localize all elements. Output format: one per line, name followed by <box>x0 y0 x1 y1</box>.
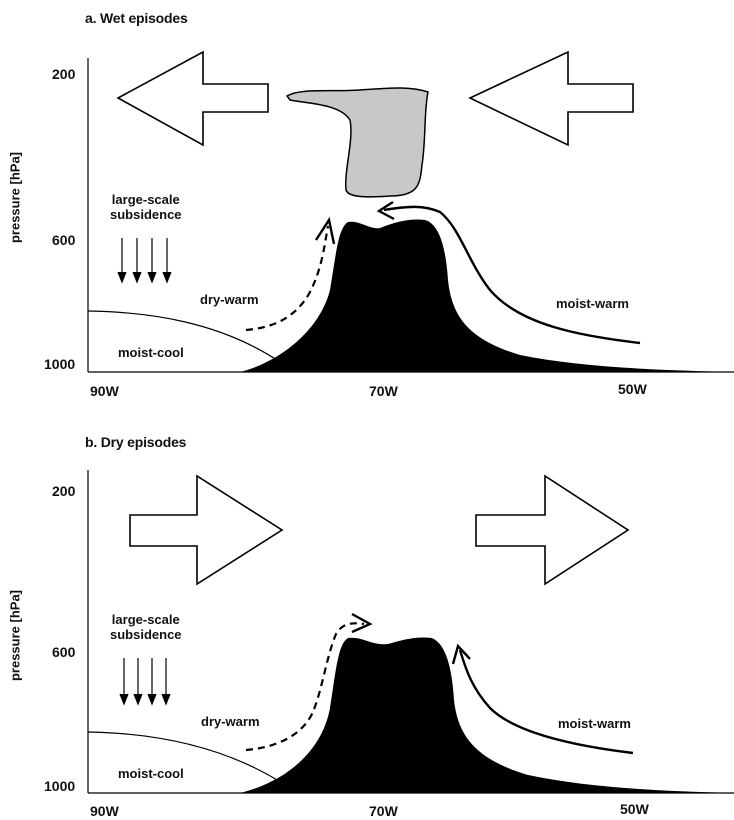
moist-cool-boundary <box>87 310 281 363</box>
moist-cool-boundary <box>87 731 283 784</box>
dry-warm-flow <box>245 225 330 332</box>
mountain <box>240 219 734 372</box>
x-tick-90w: 90W <box>90 803 119 819</box>
x-tick-50w: 50W <box>620 801 649 817</box>
moist-warm-arrowhead <box>451 643 471 665</box>
subsidence-label: large-scale subsidence <box>110 192 182 222</box>
westward-flow-arrow-left <box>116 50 269 147</box>
eastward-flow-arrow-left <box>129 474 284 586</box>
y-tick-200: 200 <box>52 483 76 499</box>
diagram-graphic-b <box>87 470 734 794</box>
moist-warm-flow <box>458 649 634 755</box>
y-tick-600: 600 <box>52 232 76 248</box>
moist-warm-arrowhead <box>376 200 395 221</box>
moist-cool-label: moist-cool <box>118 766 184 781</box>
y-tick-1000: 1000 <box>44 356 76 372</box>
westward-flow-arrow-right <box>468 50 634 147</box>
x-tick-90w: 90W <box>90 383 119 399</box>
y-tick-600: 600 <box>52 644 76 660</box>
subsidence-arrows <box>117 238 172 284</box>
y-tick-200: 200 <box>52 66 76 82</box>
moist-cool-label: moist-cool <box>118 345 184 360</box>
x-tick-70w: 70W <box>369 383 398 399</box>
diagram-graphic-a <box>87 50 734 373</box>
moist-warm-flow <box>383 205 641 345</box>
subsidence-text: large-scale subsidence <box>110 192 182 222</box>
y-tick-1000: 1000 <box>44 778 76 794</box>
moist-warm-label: moist-warm <box>558 716 631 731</box>
x-tick-70w: 70W <box>369 803 398 819</box>
subsidence-label: large-scale subsidence <box>110 612 182 642</box>
dry-warm-flow <box>245 622 365 752</box>
moist-warm-label: moist-warm <box>556 296 629 311</box>
dry-warm-arrowhead <box>314 216 336 245</box>
convective-cloud <box>285 87 429 198</box>
x-tick-50w: 50W <box>618 381 647 397</box>
panel-dry-episodes: b. Dry episodes pressure [hPa] 200 600 1… <box>0 408 734 820</box>
panel-wet-episodes: a. Wet episodes pressure [hPa] 200 600 1… <box>0 0 734 408</box>
subsidence-text: large-scale subsidence <box>110 612 182 642</box>
dry-warm-label: dry-warm <box>200 292 259 307</box>
eastward-flow-arrow-right <box>475 474 630 586</box>
mountain <box>240 637 734 793</box>
dry-warm-arrowhead <box>351 612 373 634</box>
panel-title: a. Wet episodes <box>85 10 188 26</box>
panel-title: b. Dry episodes <box>85 434 187 450</box>
subsidence-arrows <box>119 658 171 706</box>
dry-warm-label: dry-warm <box>201 714 260 729</box>
